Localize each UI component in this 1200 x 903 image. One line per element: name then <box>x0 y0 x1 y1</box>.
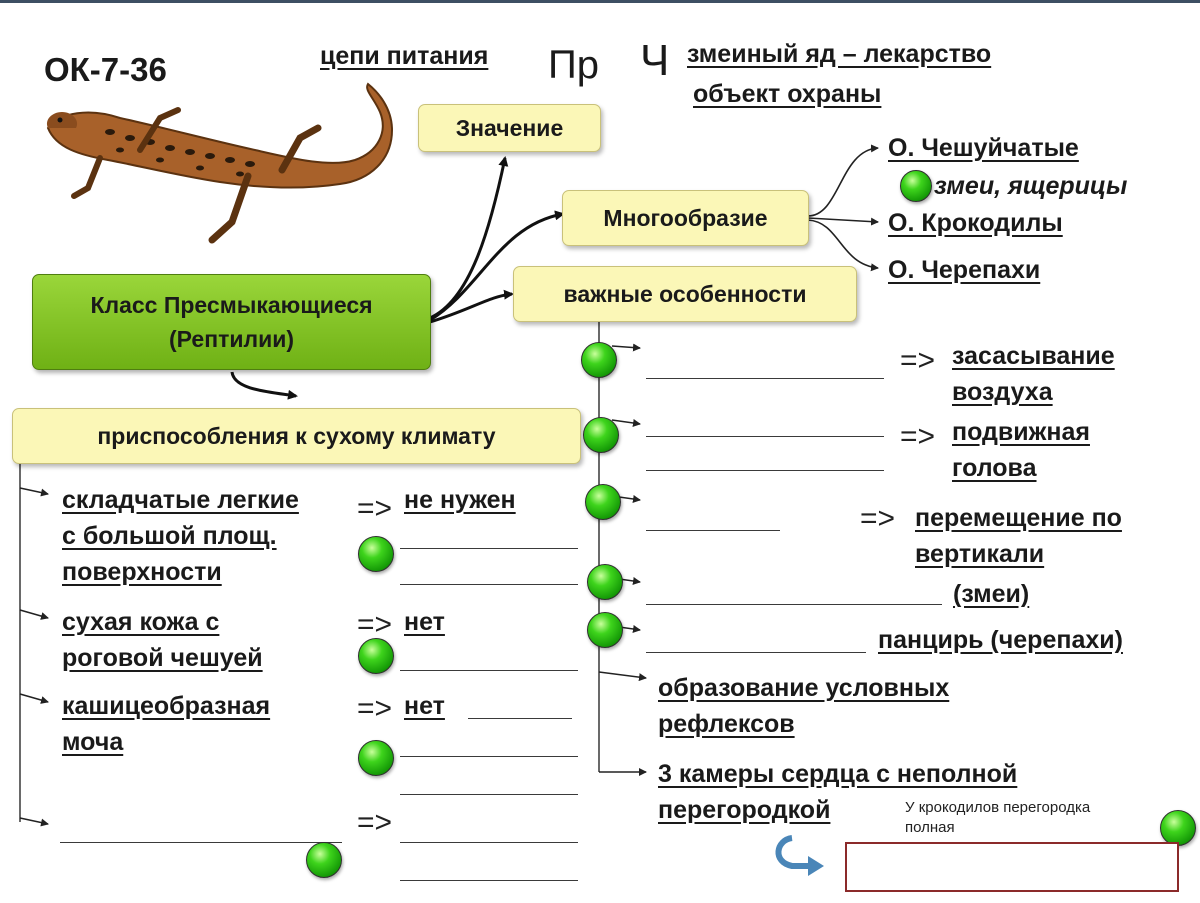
implies-arrow: => <box>900 344 936 377</box>
feature-2-line2: голова <box>952 454 1037 482</box>
feature-4: панцирь (черепахи) <box>878 626 1123 654</box>
top-border <box>0 0 1200 3</box>
green-dot-icon[interactable] <box>306 842 342 878</box>
green-dot-icon[interactable] <box>587 564 623 600</box>
answer-input-box[interactable] <box>845 842 1179 892</box>
feature-6-line2: перегородкой <box>658 796 831 824</box>
green-dot-icon[interactable] <box>900 170 932 202</box>
adaptation-3-result: нет <box>404 692 445 720</box>
answer-blank[interactable] <box>400 842 578 843</box>
answer-blank[interactable] <box>400 794 578 795</box>
food-chains-label: цепи питания <box>320 42 489 70</box>
answer-blank[interactable] <box>646 530 780 531</box>
feature-3-line2: вертикали <box>915 540 1045 568</box>
adaptation-2-result: нет <box>404 608 445 636</box>
ch-symbol: Ч <box>640 36 670 85</box>
green-dot-icon[interactable] <box>587 612 623 648</box>
feature-2-line1: подвижная <box>952 418 1090 446</box>
implies-arrow: => <box>357 806 393 839</box>
answer-blank[interactable] <box>400 880 578 881</box>
feature-1-line2: воздуха <box>952 378 1053 406</box>
pr-symbol: Пр <box>548 43 599 87</box>
green-dot-icon[interactable] <box>581 342 617 378</box>
green-dot-icon[interactable] <box>583 417 619 453</box>
answer-blank[interactable] <box>400 670 578 671</box>
diversity-box[interactable]: Многообразие <box>562 190 809 246</box>
green-dot-icon[interactable] <box>358 536 394 572</box>
feature-3-note: (змеи) <box>953 580 1030 608</box>
answer-blank[interactable] <box>400 756 578 757</box>
feature-1-line1: засасывание <box>952 342 1115 370</box>
answer-blank[interactable] <box>646 604 942 605</box>
order-squamata: О. Чешуйчатые <box>888 134 1079 162</box>
answer-blank[interactable] <box>646 652 866 653</box>
adaptation-2-line2: роговой чешуей <box>62 644 263 672</box>
meaning-box[interactable]: Значение <box>418 104 601 152</box>
green-dot-icon[interactable] <box>358 638 394 674</box>
answer-blank[interactable] <box>60 842 342 843</box>
protection-object-label: объект охраны <box>693 80 882 108</box>
feature-6-line1: 3 камеры сердца с неполной <box>658 760 1018 788</box>
order-crocodiles: О. Крокодилы <box>888 209 1063 237</box>
adaptation-1-line2: с большой площ. <box>62 522 277 550</box>
answer-blank[interactable] <box>400 548 578 549</box>
answer-blank[interactable] <box>646 378 884 379</box>
lizard-illustration <box>46 82 394 244</box>
squamata-examples: змеи, ящерицы <box>934 172 1128 200</box>
adaptation-2-line1: сухая кожа с <box>62 608 220 636</box>
adaptation-1-line3: поверхности <box>62 558 222 586</box>
implies-arrow: => <box>357 492 393 525</box>
order-turtles: О. Черепахи <box>888 256 1041 284</box>
adaptation-3-line1: кашицеобразная <box>62 692 271 720</box>
feature-3-line1: перемещение по <box>915 504 1122 532</box>
answer-blank[interactable] <box>400 584 578 585</box>
answer-blank[interactable] <box>468 718 572 719</box>
implies-arrow: => <box>357 692 393 725</box>
adaptation-1-line1: складчатые легкие <box>62 486 299 514</box>
answer-blank[interactable] <box>646 436 884 437</box>
crocodile-note-line2: полная <box>905 819 955 836</box>
return-arrow-icon[interactable] <box>775 835 824 876</box>
implies-arrow: => <box>900 420 936 453</box>
features-box[interactable]: важные особенности <box>513 266 857 322</box>
answer-blank[interactable] <box>646 470 884 471</box>
reptile-class-line2: (Рептилии) <box>168 326 295 352</box>
feature-5-line1: образование условных <box>658 674 950 702</box>
implies-arrow: => <box>860 502 896 535</box>
green-dot-icon[interactable] <box>1160 810 1196 846</box>
crocodile-note-line1: У крокодилов перегородка <box>905 799 1091 816</box>
page-code: ОК-7-36 <box>44 51 167 88</box>
reptile-class-line1: Класс Пресмыкающиеся <box>90 292 373 318</box>
venom-medicine-label: змеиный яд – лекарство <box>687 40 992 68</box>
adaptations-box[interactable]: приспособления к сухому климату <box>12 408 581 464</box>
implies-arrow: => <box>357 608 393 641</box>
feature-5-line2: рефлексов <box>658 710 795 738</box>
adaptation-1-result: не нужен <box>404 486 516 514</box>
adaptation-3-line2: моча <box>62 728 124 756</box>
green-dot-icon[interactable] <box>585 484 621 520</box>
green-dot-icon[interactable] <box>358 740 394 776</box>
reptile-class-box[interactable]: Класс Пресмыкающиеся (Рептилии) <box>32 274 431 370</box>
